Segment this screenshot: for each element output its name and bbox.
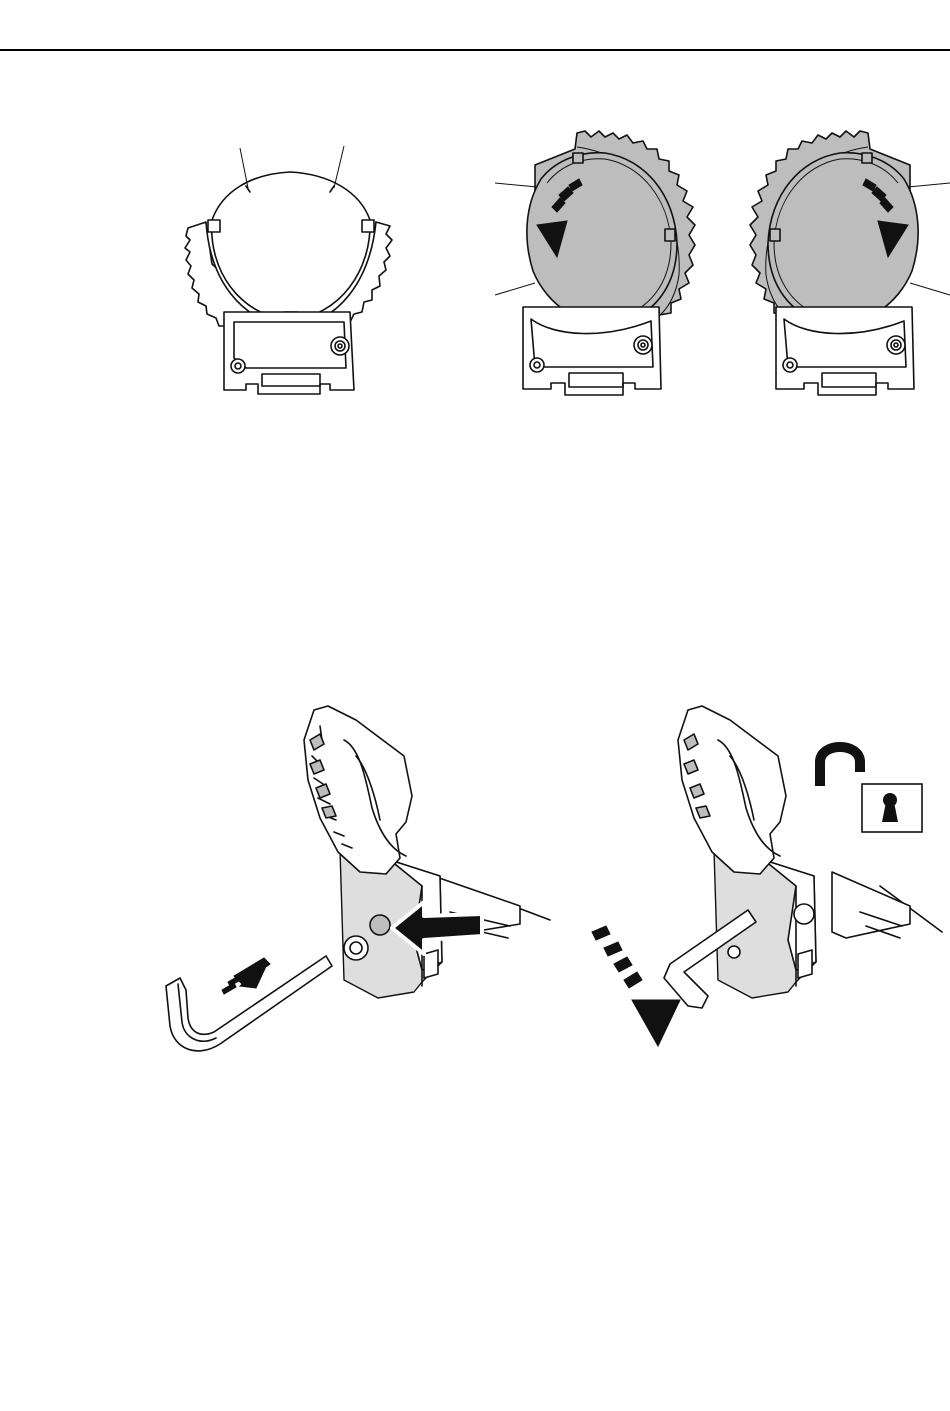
socket-screw: [370, 915, 390, 935]
rotate-arrow: [592, 926, 680, 1046]
leader-line-right: [334, 146, 344, 188]
mount-rotated-right-view: [730, 125, 950, 405]
leader-line-left: [240, 148, 248, 188]
mount-rotated-left-view: [495, 125, 715, 405]
turn-hex-key-view: [580, 700, 950, 1060]
mount-neutral-drawing: [150, 140, 440, 410]
top-rule: [0, 49, 950, 51]
mount-rotated-left-drawing: [495, 125, 715, 405]
unlocked-padlock-icon: [820, 747, 922, 832]
leader-line-upper: [495, 183, 537, 187]
turn-hex-key-drawing: [580, 700, 950, 1060]
insert-arrow: [222, 958, 270, 994]
insert-hex-key-drawing: [160, 700, 560, 1060]
leader-line-lower: [495, 283, 535, 295]
mount-rotated-right-drawing: [730, 125, 950, 405]
mount-neutral-view: [150, 140, 440, 410]
insert-hex-key-view: [160, 700, 560, 1060]
